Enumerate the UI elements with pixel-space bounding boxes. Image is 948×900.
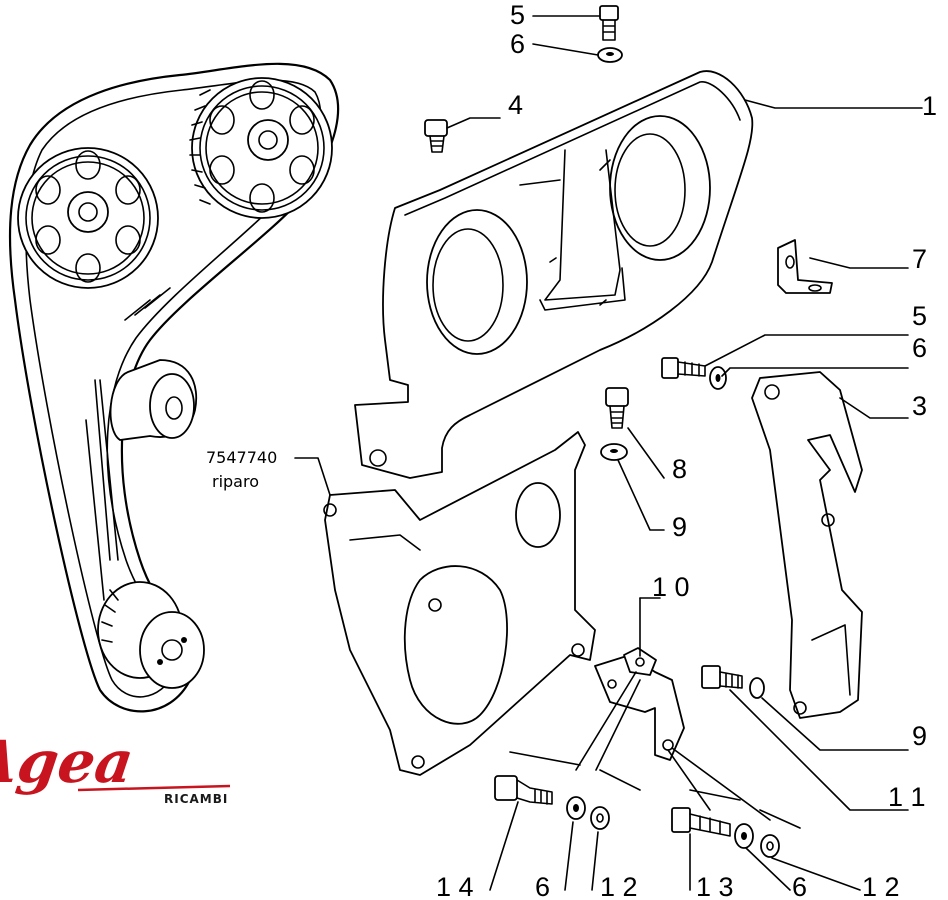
callout-14: 1 4	[436, 872, 474, 900]
callout-6-top: 6	[510, 29, 525, 59]
washer-9-lower	[749, 677, 765, 699]
timing-belt-assembly	[8, 62, 340, 713]
washer-6-lower-right	[734, 823, 754, 849]
callout-13: 1 3	[696, 872, 734, 900]
bolt-4	[424, 119, 448, 153]
part-label: riparo	[212, 472, 259, 491]
tensioner-roller	[109, 359, 198, 441]
callout-6-lower-right: 6	[792, 872, 807, 900]
logo-sub: RICAMBI	[164, 792, 228, 806]
bolt-5-right	[661, 357, 706, 379]
bolt-8	[605, 387, 629, 429]
callout-5-top: 5	[510, 0, 525, 30]
leader-lines	[294, 15, 923, 891]
callout-4: 4	[508, 90, 523, 120]
side-cover-piece	[751, 371, 863, 719]
angle-bracket	[777, 239, 833, 294]
stud-14	[494, 775, 553, 805]
callout-9-upper: 9	[672, 512, 687, 542]
crankshaft-pulley	[97, 581, 205, 689]
callout-numbers: 5 6 4 1 7 5 6 3 8 9 1 0 9 1 1 1 4 6 1 2 …	[436, 0, 937, 900]
callout-6-lower-left: 6	[535, 872, 550, 900]
washer-12-lower-left	[590, 806, 610, 830]
callout-7: 7	[912, 244, 927, 274]
washer-6-top	[597, 47, 623, 63]
washer-6-right	[709, 366, 727, 390]
callout-12-lower-right: 1 2	[862, 872, 900, 900]
group-line-right	[689, 789, 801, 829]
lower-timing-cover	[323, 431, 596, 776]
washer-12-lower-right	[760, 834, 780, 858]
callout-12-lower-left: 1 2	[600, 872, 638, 900]
bolt-5-top	[599, 5, 619, 41]
camshaft-pulley-right	[189, 77, 333, 219]
upper-timing-cover	[354, 70, 754, 479]
callout-1: 1	[922, 91, 937, 121]
callout-5-right: 5	[912, 301, 927, 331]
camshaft-pulley-left	[17, 147, 159, 289]
bolt-13	[671, 807, 731, 837]
part-number: 7547740	[206, 448, 277, 467]
bolt-11	[701, 665, 743, 689]
part-note: 7547740 riparo	[206, 448, 277, 491]
washer-9	[600, 443, 628, 461]
callout-8: 8	[672, 454, 687, 484]
callout-9-lower: 9	[912, 721, 927, 751]
agea-logo: Agea RICAMBI	[0, 727, 231, 806]
callout-3: 3	[912, 391, 927, 421]
callout-10: 1 0	[652, 572, 690, 602]
small-bracket	[594, 647, 685, 761]
callout-11: 1 1	[888, 782, 926, 812]
logo-brand: Agea	[0, 727, 138, 796]
callout-6-right: 6	[912, 333, 927, 363]
washer-6-lower-left	[566, 796, 586, 820]
group-line-left	[509, 751, 641, 791]
